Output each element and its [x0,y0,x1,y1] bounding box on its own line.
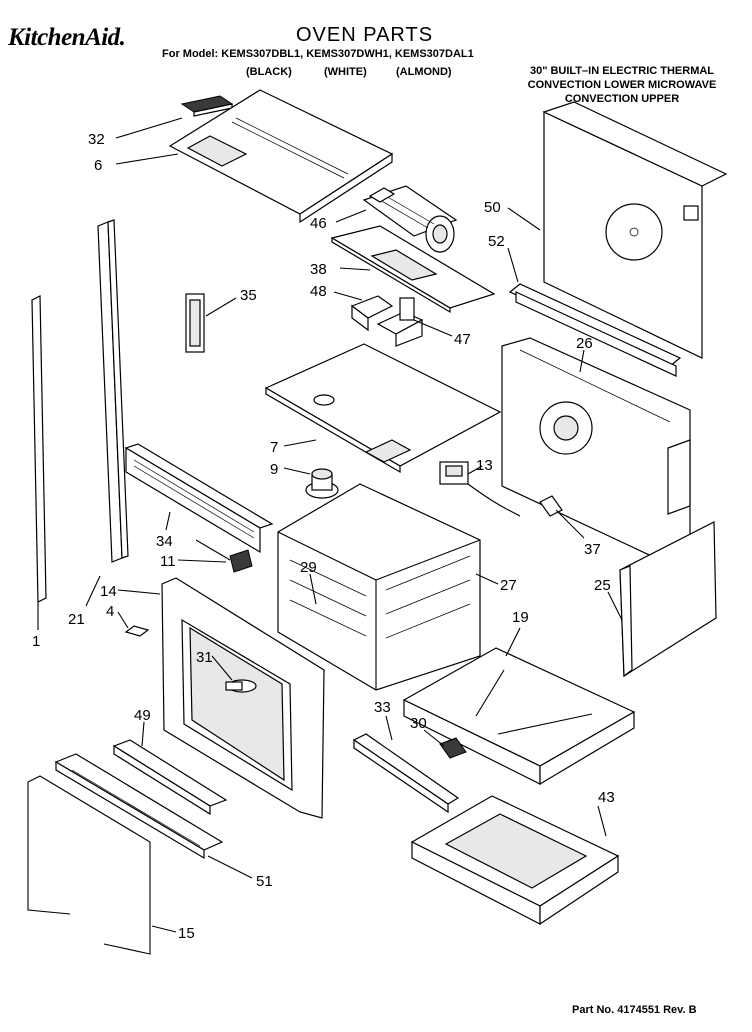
callout-38: 38 [310,261,327,278]
part-31-light [225,679,257,693]
callout-1: 1 [32,633,40,650]
callout-29: 29 [300,559,317,576]
callout-43: 43 [598,789,615,806]
callout-21: 21 [68,611,85,628]
callout-46: 46 [310,215,327,232]
part-9-fuse [305,468,339,499]
callout-9: 9 [270,461,278,478]
callout-48: 48 [310,283,327,300]
part-19-tray [402,647,636,786]
callout-47: 47 [454,331,471,348]
callout-50: 50 [484,199,501,216]
part-26-convection-back [501,337,691,561]
part-34-vent [124,443,274,554]
part-35-spacer [185,293,205,353]
color-black: (BLACK) [246,66,292,78]
part-27-oven-cavity [277,483,481,691]
callout-32: 32 [88,131,105,148]
callout-31: 31 [196,649,213,666]
part-14-door-frame [161,577,325,819]
leader-lines [37,117,623,933]
part-48-duct [350,295,394,332]
callout-14: 14 [100,583,117,600]
part-4-screw [124,625,150,637]
part-33-rail [352,733,460,814]
part-6-top-panel [168,89,394,224]
callout-26: 26 [576,335,593,352]
callout-30: 30 [410,715,427,732]
callout-51: 51 [256,873,273,890]
callout-15: 15 [178,925,195,942]
callout-4: 4 [106,603,114,620]
callout-19: 19 [512,609,529,626]
part-30-clip [439,737,467,759]
color-white: (WHITE) [324,66,367,78]
callout-7: 7 [270,439,278,456]
callout-34: 34 [156,533,173,550]
callout-49: 49 [134,707,151,724]
part-number: Part No. 4174551 Rev. B [572,1004,697,1016]
part-25-side-panel [619,521,717,678]
diagram-title: OVEN PARTS [296,24,434,46]
part-15-gasket [27,775,151,955]
callout-6: 6 [94,157,102,174]
part-49-vent [112,739,228,816]
part-38-bracket [330,225,496,314]
callout-13: 13 [476,457,493,474]
part-50-back-panel [542,101,728,359]
callout-25: 25 [594,577,611,594]
part-21-side-trim [97,219,129,563]
callout-35: 35 [240,287,257,304]
callout-52: 52 [488,233,505,250]
oven-description: 30" BUILT–IN ELECTRIC THERMAL CONVECTION… [527,65,717,105]
callout-11: 11 [160,553,176,570]
callout-27: 27 [500,577,517,594]
color-almond: (ALMOND) [396,66,452,78]
part-11-switch [195,539,253,573]
part-46-blower [362,185,458,253]
part-51-door-trim [54,753,224,860]
part-13-switch [439,461,521,517]
callout-33: 33 [374,699,391,716]
part-43-drawer-pan [410,795,620,926]
part-7-shield [264,343,502,474]
part-52-panel [508,283,682,377]
model-line: For Model: KEMS307DBL1, KEMS307DWH1, KEM… [162,48,474,60]
part-1-side-strip [31,295,47,603]
callout-37: 37 [584,541,601,558]
brand-logo: KitchenAid. [8,24,126,51]
part-47-duct [376,297,424,347]
